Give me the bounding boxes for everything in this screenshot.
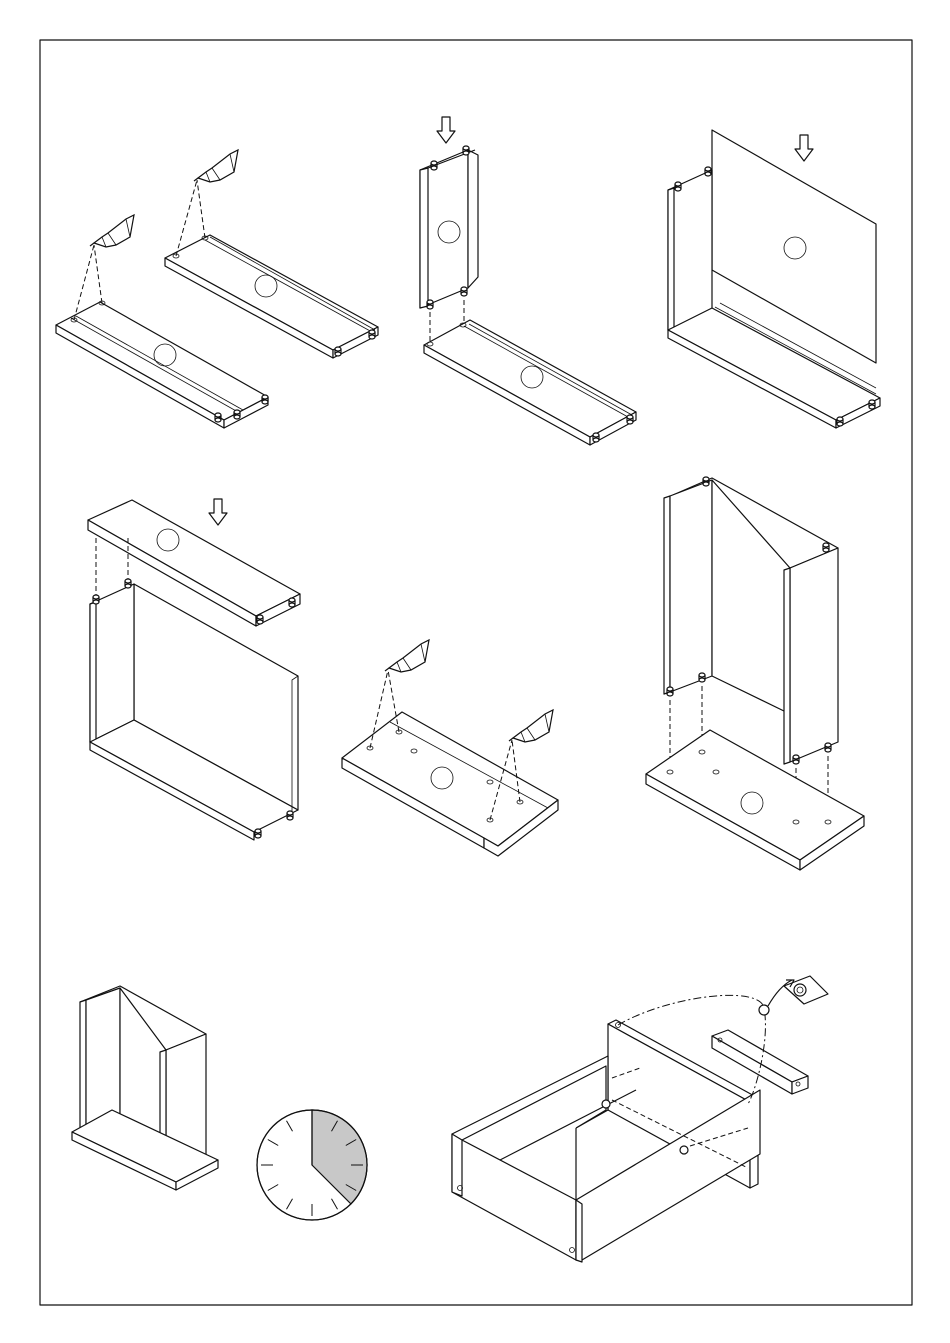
step-5-glue-base [342,640,558,856]
cam-lock-icon [759,976,828,1015]
step-4-attach-top [88,499,300,840]
side-panel [668,167,712,330]
bottom-panel [424,320,636,445]
step-7-dry [72,986,367,1220]
glue-bottle-icon [90,215,134,247]
carcass [664,477,838,764]
down-arrow-icon [795,135,813,161]
down-arrow-icon [209,499,227,525]
top-panel [165,235,378,358]
step-8-drawer [452,976,828,1262]
glue-bottle-icon [385,640,429,672]
bottom-panel [56,301,268,428]
clock-icon [257,1110,367,1220]
glue-bottle-icon [509,710,553,742]
side-panel [420,146,478,309]
step-1-glue-dowels [56,150,378,428]
assembled-carcass [72,986,218,1190]
down-arrow-icon [437,117,455,143]
glue-bottle-icon [194,150,238,182]
step-2-insert-side [420,117,636,445]
step-3-insert-back [668,130,880,428]
step-6-mount-carcass [646,477,864,870]
